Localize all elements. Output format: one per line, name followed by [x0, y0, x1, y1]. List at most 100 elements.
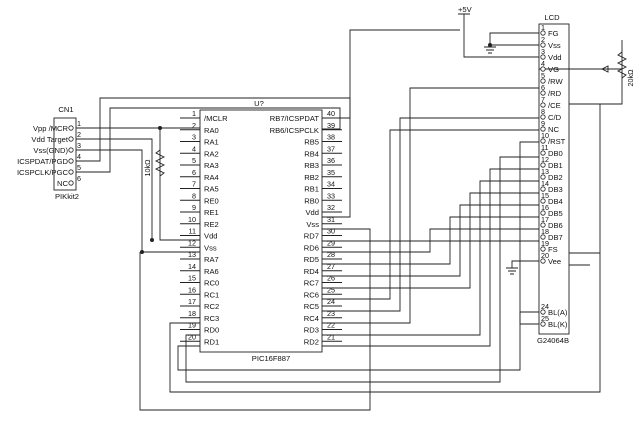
pic-pin-number: 38 [327, 133, 335, 142]
lcd-pin-name: DB7 [548, 233, 563, 242]
lcd-pin-circle [540, 222, 546, 228]
lcd-pin-number: 4 [541, 59, 545, 68]
lcd-part: G24064B [537, 336, 569, 345]
pic-pin-name: RC5 [304, 302, 319, 311]
lcd-pin-circle [540, 246, 546, 252]
lcd-pin-number: 20 [541, 251, 549, 260]
rw-wire [322, 87, 539, 324]
pic-pin-name: RA5 [204, 185, 219, 194]
pic-pin-name: RA0 [204, 126, 219, 135]
icspclk-wire [76, 107, 341, 173]
pic-pin-number: 27 [327, 262, 335, 271]
cn1-pin-circle [68, 147, 74, 153]
pic-pin-name: RB1 [304, 185, 319, 194]
lcd-pin-name: C/D [548, 113, 562, 122]
ground-junction [488, 43, 492, 47]
cn1-pin-circle [68, 136, 74, 142]
lcd-pin-number: 12 [541, 155, 549, 164]
lcd-pin-circle [540, 54, 546, 60]
lcd-pin-circle [540, 66, 546, 72]
cn1-pin-circle [68, 125, 74, 131]
icspdat-wire [76, 97, 351, 162]
ce-wire [322, 129, 539, 300]
pic-body [199, 109, 323, 353]
mclr-wire [76, 127, 200, 241]
pic-pin-name: RC4 [304, 314, 319, 323]
backlight-wires [519, 311, 539, 325]
lcd-pin-circle [540, 321, 546, 327]
cn1-pin-number: 3 [77, 141, 81, 150]
cn1-pin-name: ICSPDAT/PGD [17, 157, 68, 166]
lcd-pin-number: 14 [541, 179, 549, 188]
pic-pin-name: Vss [204, 243, 217, 252]
pic-pin-number: 33 [327, 191, 335, 200]
rst-wire [177, 141, 539, 371]
vdd-target-wire [76, 138, 153, 240]
pic-pin-number: 2 [192, 121, 196, 130]
pic-pin-number: 5 [192, 156, 196, 165]
pic-pin-name: RD1 [204, 337, 219, 346]
lcd-pin-number: 16 [541, 203, 549, 212]
pic-pin-number: 30 [327, 227, 335, 236]
pic-vdd-right-wire [322, 29, 460, 218]
pic-pin-name: RD2 [304, 337, 319, 346]
lcd-pin-name: DB0 [548, 149, 563, 158]
lcd-pin-name: /CE [548, 101, 561, 110]
pic-pin-name: RB7/ICSPDAT [270, 114, 320, 123]
cn1-pin-number: 4 [77, 152, 81, 161]
vcc-rail-wire [458, 13, 539, 58]
pullup-resistor-label: 10kΩ [143, 159, 152, 177]
pic-pin-number: 39 [327, 121, 335, 130]
pic-pin-number: 16 [188, 285, 196, 294]
pic-pin-number: 1 [192, 109, 196, 118]
lcd-pin-circle [540, 78, 546, 84]
lcd-pin-number: 8 [541, 107, 545, 116]
lcd-pin-name: VG [548, 65, 559, 74]
cn1-pin-name: Vss(GND) [33, 146, 68, 155]
pic-pin-name: RA7 [204, 255, 219, 264]
pic-pin-name: RB3 [304, 161, 319, 170]
lcd-pin-name: BL(K) [548, 320, 568, 329]
pic-pin-number: 7 [192, 180, 196, 189]
lcd-fg-wire [489, 32, 539, 46]
lcd-pin-circle [540, 114, 546, 120]
pic-pin-number: 4 [192, 144, 196, 153]
mclr-junction [158, 126, 162, 130]
vss-junction [140, 250, 144, 254]
lcd-pin-circle [540, 309, 546, 315]
lcd-pin-name: Vdd [548, 53, 562, 62]
pot-wiper-arrow-icon [600, 65, 609, 73]
pic-pin-number: 17 [188, 297, 196, 306]
pic-pin-number: 6 [192, 168, 196, 177]
pic-pin-number: 22 [327, 321, 335, 330]
pic-pin-number: 28 [327, 250, 335, 259]
pic-pin-name: RB5 [304, 138, 319, 147]
pic-pin-number: 14 [188, 262, 196, 271]
lcd-pin-name: DB3 [548, 185, 563, 194]
lcd-pin-circle [540, 162, 546, 168]
lcd-pin-circle [540, 186, 546, 192]
lcd-pin-circle [540, 138, 546, 144]
pic-pin-number: 35 [327, 168, 335, 177]
db2-wire [322, 180, 539, 336]
vss-gnd-wire [76, 149, 200, 253]
lcd-pin-number: 6 [541, 83, 545, 92]
lcd-pin-number: 15 [541, 191, 549, 200]
lcd-vee-wire [511, 260, 539, 268]
pic-right-pins: 40RB7/ICSPDAT39RB6/ICSPCLK38RB537RB436RB… [270, 109, 342, 346]
lcd-pin-name: BL(A) [548, 308, 568, 317]
pic-pin-name: RB6/ICSPCLK [270, 126, 319, 135]
lcd-pins: 1FG2Vss3Vdd4VG5/RW6/RD7/CE8C/D9NC10/RST1… [540, 23, 568, 329]
pic-pin-name: /MCLR [204, 114, 228, 123]
pic-pin-number: 20 [188, 332, 196, 341]
lcd-pin-circle [540, 198, 546, 204]
pic-pin-number: 29 [327, 238, 335, 247]
pic-pin-number: 36 [327, 156, 335, 165]
pic-pin-name: RB0 [304, 196, 319, 205]
pic-pin-name: RD5 [304, 255, 319, 264]
lcd-pin-name: DB5 [548, 209, 563, 218]
pic-pin-name: RC6 [304, 290, 319, 299]
pic-pin-number: 21 [327, 332, 335, 341]
